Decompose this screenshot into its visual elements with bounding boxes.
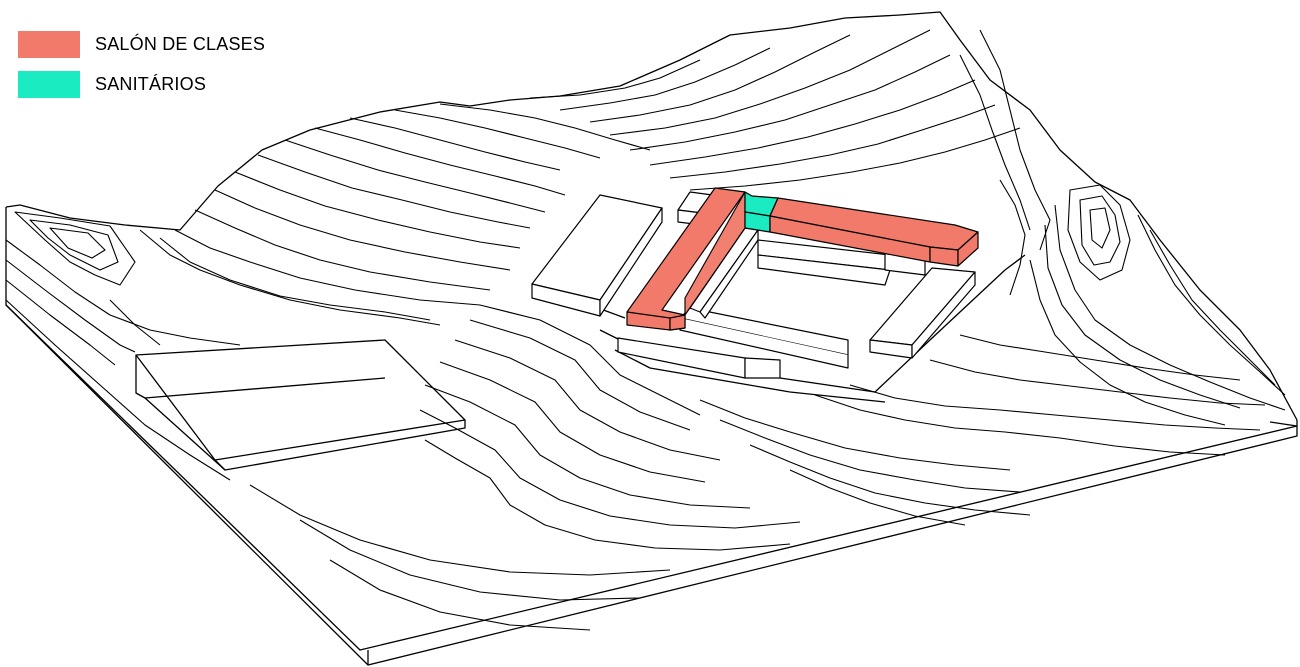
classroom-wing-north xyxy=(769,197,979,267)
legend-label-restroom: SANITÁRIOS xyxy=(95,73,207,94)
sports-fields xyxy=(135,339,466,471)
legend-item-restroom: SANITÁRIOS xyxy=(18,64,265,104)
classroom-wing-west xyxy=(626,187,746,331)
school-buildings xyxy=(531,187,979,379)
east-wing xyxy=(869,267,976,359)
contour-lines xyxy=(5,29,1286,631)
legend: SALÓN DE CLASES SANITÁRIOS xyxy=(18,24,265,104)
terrain-slab xyxy=(5,11,1298,666)
legend-label-classroom: SALÓN DE CLASES xyxy=(95,33,266,54)
legend-item-classroom: SALÓN DE CLASES xyxy=(18,24,265,64)
west-block xyxy=(531,194,663,317)
legend-swatch-restroom xyxy=(18,70,80,98)
legend-swatch-classroom xyxy=(18,30,80,58)
